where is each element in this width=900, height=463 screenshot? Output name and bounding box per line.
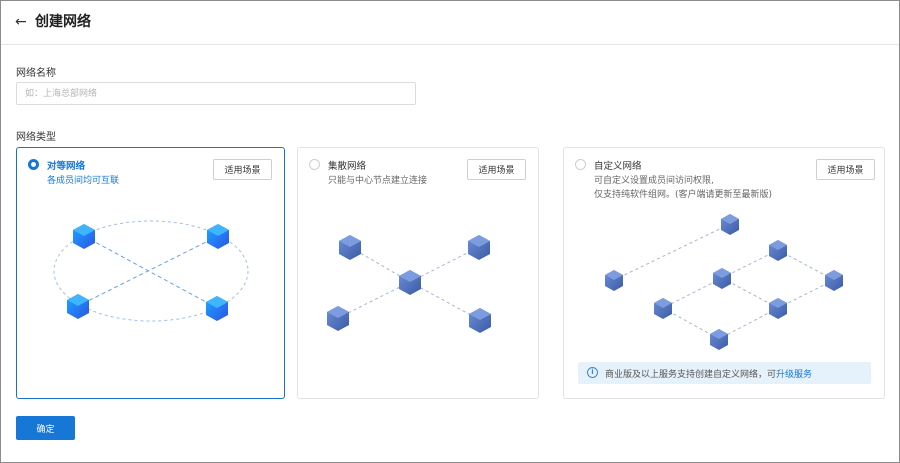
node-cube bbox=[339, 235, 361, 260]
card-title-peer: 对等网络 bbox=[47, 161, 86, 172]
radio-custom[interactable] bbox=[575, 159, 586, 170]
card-desc-custom-line1: 可自定义设置成员间访问权限, bbox=[594, 176, 714, 186]
radio-peer[interactable] bbox=[28, 159, 39, 170]
network-type-card-hub[interactable]: 集散网络 只能与中心节点建立连接 适用场景 bbox=[297, 147, 539, 399]
radio-hub[interactable] bbox=[309, 159, 320, 170]
notice-text: 商业版及以上服务支持创建自定义网络，可升级服务 bbox=[605, 367, 812, 380]
node-cube bbox=[327, 306, 349, 331]
node-cube bbox=[605, 270, 623, 291]
back-arrow-icon[interactable]: ← bbox=[15, 14, 27, 30]
card-desc-peer: 各成员间均可互联 bbox=[47, 176, 120, 186]
page-title: 创建网络 bbox=[35, 14, 91, 30]
upgrade-notice: i 商业版及以上服务支持创建自定义网络，可升级服务 bbox=[578, 362, 871, 384]
card-desc-custom: 可自定义设置成员间访问权限, 仅支持纯软件组网。(客户端请更新至最新版) bbox=[594, 174, 772, 202]
network-name-input[interactable] bbox=[16, 82, 416, 105]
confirm-button[interactable]: 确定 bbox=[16, 416, 75, 440]
scene-button-hub[interactable]: 适用场景 bbox=[467, 159, 526, 180]
network-name-label: 网络名称 bbox=[16, 68, 56, 79]
info-icon: i bbox=[587, 367, 598, 378]
notice-message: 商业版及以上服务支持创建自定义网络，可 bbox=[605, 370, 777, 380]
hub-center-cube bbox=[399, 270, 421, 295]
card-desc-custom-line2: 仅支持纯软件组网。(客户端请更新至最新版) bbox=[594, 190, 773, 200]
page-header: ← 创建网络 bbox=[1, 1, 899, 45]
network-type-card-custom[interactable]: 自定义网络 可自定义设置成员间访问权限, 仅支持纯软件组网。(客户端请更新至最新… bbox=[563, 147, 885, 399]
node-cube bbox=[710, 329, 728, 350]
peer-network-illustration bbox=[53, 220, 249, 322]
node-cube bbox=[825, 270, 843, 291]
card-title-custom: 自定义网络 bbox=[594, 161, 642, 172]
scene-button-peer[interactable]: 适用场景 bbox=[213, 159, 272, 180]
node-cube bbox=[654, 298, 672, 319]
card-title-hub: 集散网络 bbox=[328, 161, 367, 172]
node-cube bbox=[206, 296, 228, 321]
node-cube bbox=[721, 214, 739, 235]
node-cube bbox=[469, 308, 491, 333]
hub-network-illustration bbox=[327, 235, 491, 333]
network-type-card-peer[interactable]: 对等网络 各成员间均可互联 适用场景 bbox=[16, 147, 285, 399]
custom-network-illustration bbox=[605, 214, 843, 350]
node-cube bbox=[769, 240, 787, 261]
scene-button-custom[interactable]: 适用场景 bbox=[816, 159, 875, 180]
upgrade-service-link[interactable]: 升级服务 bbox=[776, 370, 813, 380]
node-cube bbox=[713, 268, 731, 289]
node-cube bbox=[769, 298, 787, 319]
node-cube bbox=[67, 294, 89, 319]
network-type-label: 网络类型 bbox=[16, 132, 56, 143]
card-desc-hub: 只能与中心节点建立连接 bbox=[328, 176, 428, 186]
node-cube bbox=[468, 235, 490, 260]
node-cube bbox=[207, 224, 229, 249]
node-cube bbox=[73, 224, 95, 249]
